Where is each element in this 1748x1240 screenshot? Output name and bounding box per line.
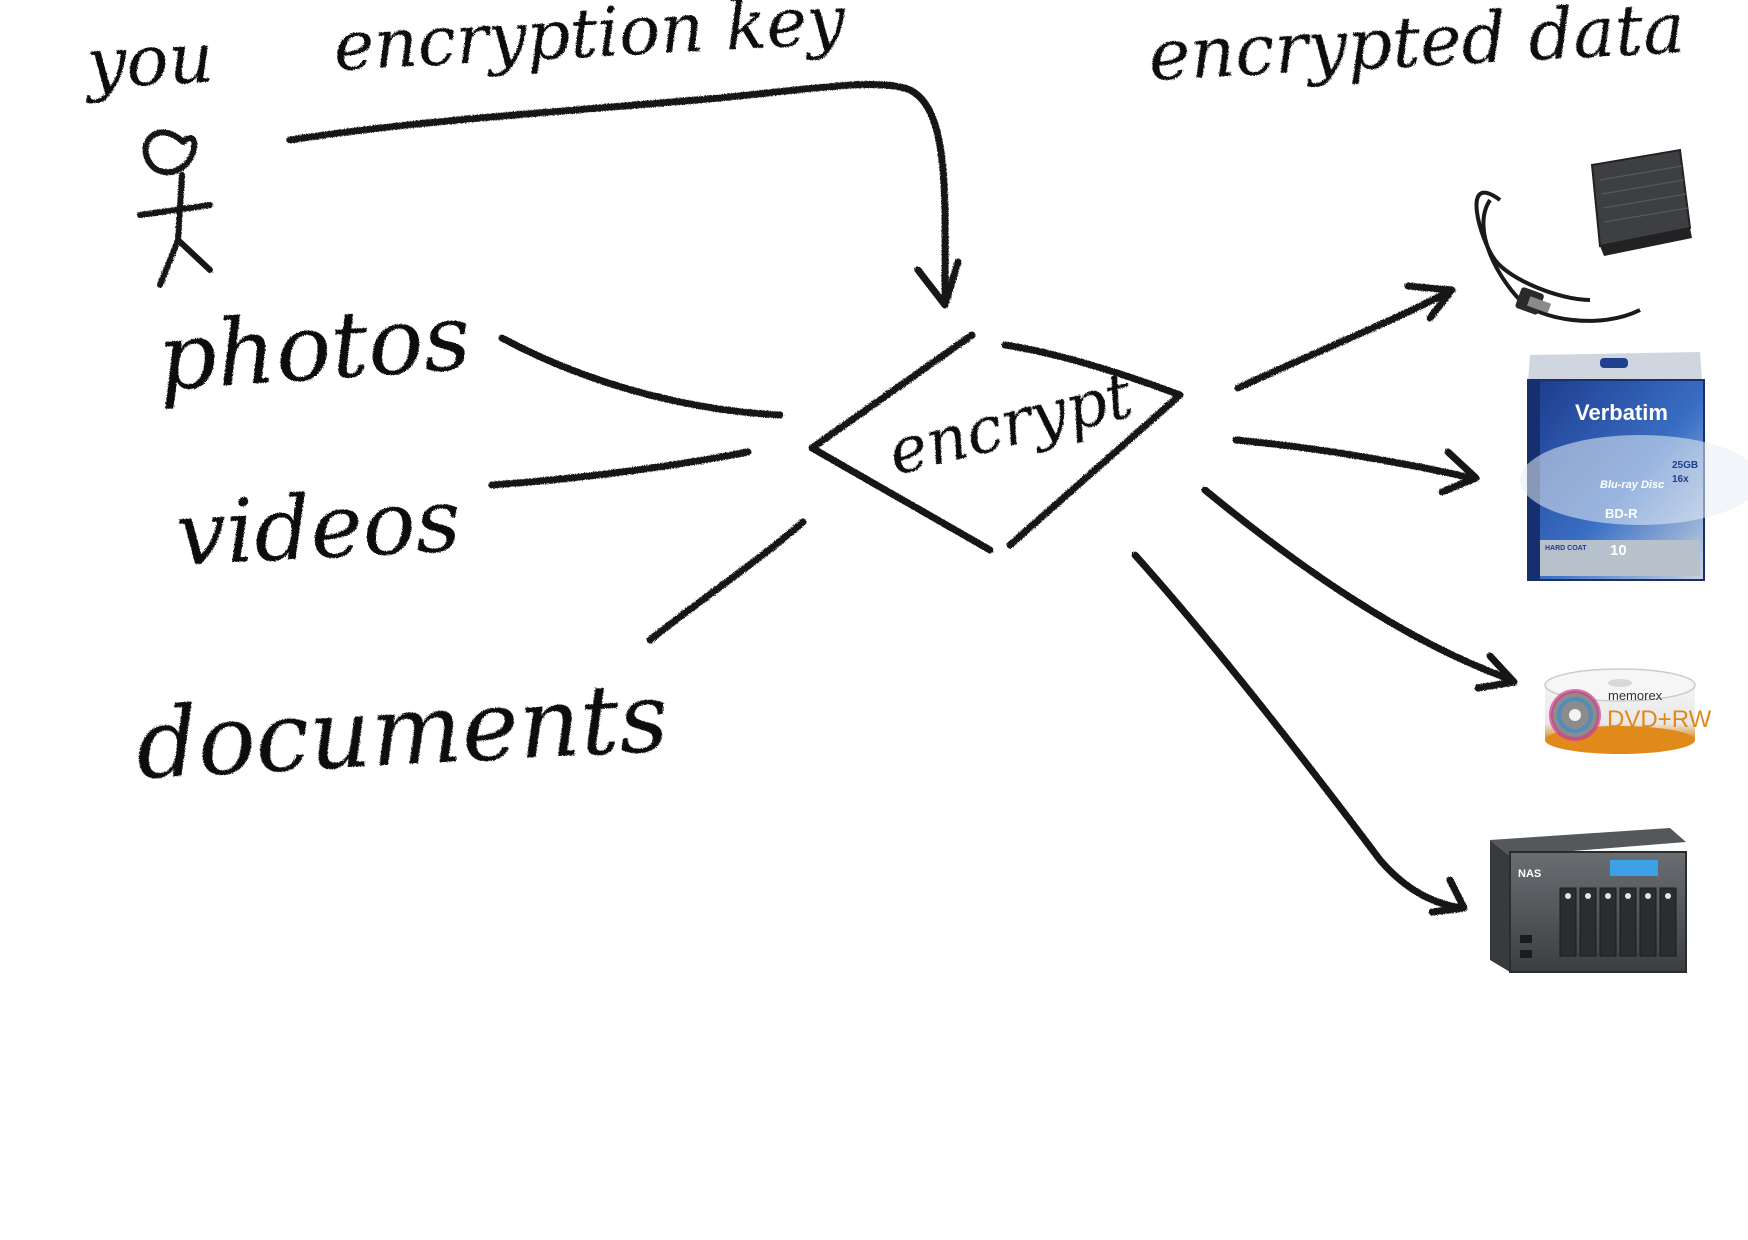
bluray-speed: 16x xyxy=(1672,474,1689,485)
bluray-brand: Verbatim xyxy=(1575,400,1668,425)
person-icon xyxy=(137,129,213,288)
bluray-disc-pack: Verbatim Blu-ray Disc BD-R 25GB 16x 10 H… xyxy=(1520,352,1748,581)
photos-label: photos xyxy=(154,283,474,412)
dvd-brand: memorex xyxy=(1608,688,1663,703)
arrowhead-bluray xyxy=(1438,448,1480,496)
bluray-capacity: 25GB xyxy=(1672,460,1698,471)
dvd-format: DVD+RW xyxy=(1607,706,1712,733)
documents-label: documents xyxy=(133,661,670,801)
key-arrowhead xyxy=(914,258,962,309)
arrow-to-hard-drive xyxy=(1234,288,1452,392)
arrow-to-nas xyxy=(1131,551,1466,912)
bluray-disc-icon: Verbatim Blu-ray Disc BD-R 25GB 16x 10 H… xyxy=(1520,352,1748,581)
bluray-format: BD-R xyxy=(1605,506,1638,521)
arrow-to-dvd xyxy=(1201,486,1516,684)
arrowhead-dvd xyxy=(1474,652,1518,692)
arrowhead-hard-drive xyxy=(1404,282,1456,322)
documents-line xyxy=(646,518,807,644)
videos-line xyxy=(488,448,752,489)
external-hard-drive-icon xyxy=(1474,148,1692,323)
photos-line xyxy=(498,334,784,419)
encrypted-data-label: encrypted data xyxy=(1147,0,1687,97)
encrypt-label: encrypt xyxy=(881,359,1140,491)
arrow-to-bluray xyxy=(1232,436,1476,482)
key-arrow xyxy=(286,81,949,299)
nas-server: NAS xyxy=(1490,828,1687,973)
dvd-spindle-icon: memorex DVD+RW xyxy=(1544,668,1712,754)
encrypt-diamond xyxy=(808,331,1184,554)
arrowhead-nas xyxy=(1428,876,1468,916)
bluray-logo-text: Blu-ray Disc xyxy=(1600,479,1664,491)
bluray-count: 10 xyxy=(1610,542,1627,559)
you-label: you xyxy=(82,16,216,105)
encryption-key-label: encryption key xyxy=(332,0,849,87)
bluray-badge: HARD COAT xyxy=(1545,545,1587,552)
external-hard-drive xyxy=(1474,148,1692,323)
dvd-spindle: memorex DVD+RW xyxy=(1544,668,1712,754)
nas-label: NAS xyxy=(1518,868,1541,880)
videos-label: videos xyxy=(174,468,463,586)
nas-server-icon: NAS xyxy=(1490,828,1687,973)
